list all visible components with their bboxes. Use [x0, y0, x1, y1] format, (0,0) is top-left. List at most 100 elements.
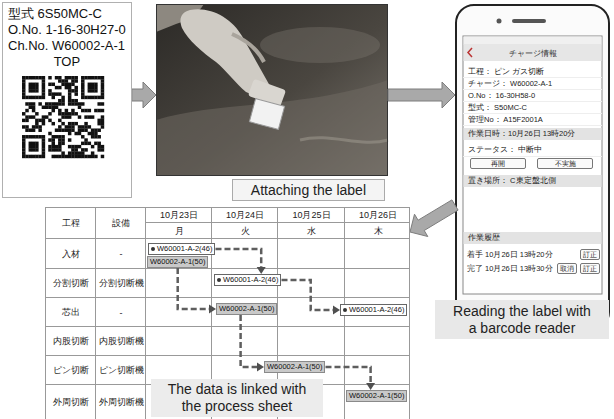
- qr-code: [25, 102, 28, 105]
- qr-code: [78, 125, 81, 128]
- dashed-flow-arrow: [326, 367, 371, 384]
- qr-code: [48, 138, 51, 141]
- bullet-dot: [343, 308, 347, 312]
- bullet-dot: [151, 247, 155, 251]
- qr-code: [74, 112, 77, 115]
- qr-code: [29, 145, 32, 148]
- qr-code: [71, 122, 74, 125]
- qr-code: [32, 128, 35, 131]
- qr-code: [22, 155, 25, 158]
- qr-code: [48, 92, 51, 95]
- qr-code: [29, 142, 32, 145]
- qr-code: [45, 106, 48, 109]
- qr-code: [81, 142, 84, 145]
- qr-code: [101, 76, 104, 79]
- dashed-flow-arrow: [241, 315, 264, 372]
- qr-code: [97, 148, 100, 151]
- qr-code: [48, 145, 51, 148]
- qr-code: [42, 145, 45, 148]
- qr-code: [55, 92, 58, 95]
- qr-code: [22, 112, 25, 115]
- qr-code: [22, 89, 25, 92]
- qr-code: [35, 112, 38, 115]
- qr-code: [38, 155, 41, 158]
- qr-code: [71, 125, 74, 128]
- qr-code: [35, 145, 38, 148]
- qr-code: [74, 86, 77, 89]
- qr-code: [68, 151, 71, 154]
- qr-code: [35, 125, 38, 128]
- qr-code: [101, 96, 104, 99]
- cell-text: 火: [241, 225, 250, 238]
- qr-code: [94, 155, 97, 158]
- qr-code: [29, 76, 32, 79]
- table-grid: [45, 207, 410, 419]
- cell-text: 内股切断機: [99, 335, 144, 348]
- qr-code: [78, 132, 81, 135]
- qr-code: [35, 135, 38, 138]
- qr-code: [91, 89, 94, 92]
- qr-code: [97, 102, 100, 105]
- table-cell: 10月26日: [345, 208, 411, 223]
- process-sheet-table: The data is linked with the process shee…: [45, 207, 410, 419]
- smartphone: [512, 19, 546, 23]
- qr-code: [88, 83, 91, 86]
- qr-code: [29, 89, 32, 92]
- screen-title: チャージ情報: [463, 47, 602, 60]
- qr-code: [32, 86, 35, 89]
- smartphone: [464, 128, 602, 140]
- qr-code: [42, 83, 45, 86]
- qr-code: [101, 155, 104, 158]
- qr-code: [74, 122, 77, 125]
- qr-code: [81, 125, 84, 128]
- arrow-head: [333, 306, 340, 315]
- qr-code: [52, 145, 55, 148]
- cell-text: 設備: [112, 217, 130, 230]
- arrow-head: [257, 267, 266, 274]
- qr-code: [84, 148, 87, 151]
- screen-text: 管理No： A15F2001A: [468, 115, 543, 125]
- qr-code: [101, 122, 104, 125]
- qr-code: [81, 79, 84, 82]
- qr-code: [52, 106, 55, 109]
- caption-text: The data is linked with the process shee…: [151, 379, 323, 417]
- qr-code: [61, 79, 64, 82]
- qr-code: [68, 86, 71, 89]
- qr-code: [91, 96, 94, 99]
- qr-code: [32, 109, 35, 112]
- qr-code: [68, 122, 71, 125]
- qr-code: [84, 96, 87, 99]
- qr-code: [65, 109, 68, 112]
- arrow-head: [209, 305, 216, 314]
- qr-code: [101, 102, 104, 105]
- schedule-bar: W60002-A-1(50): [147, 256, 208, 268]
- qr-code: [68, 89, 71, 92]
- cell-text: 分割切断: [53, 277, 89, 290]
- qr-code: [22, 125, 25, 128]
- schedule-bar: W60002-A-1(50): [346, 390, 407, 402]
- table-cell: 工程: [46, 208, 96, 239]
- qr-code: [91, 83, 94, 86]
- qr-code: [91, 128, 94, 131]
- qr-code: [94, 128, 97, 131]
- qr-code: [45, 115, 48, 118]
- qr-code: [74, 155, 77, 158]
- screen-text: 作業日時：10月26日 13時20分: [468, 129, 575, 139]
- qr-code: [84, 125, 87, 128]
- qr-code: [22, 151, 25, 154]
- qr-code: [61, 138, 64, 141]
- qr-code: [91, 132, 94, 135]
- smartphone: [463, 78, 602, 157]
- qr-code: [84, 122, 87, 125]
- qr-code: [94, 83, 97, 86]
- qr-code: [61, 102, 64, 105]
- screen-button: 取消: [557, 263, 577, 274]
- smartphone: [468, 48, 472, 57]
- qr-code: [81, 83, 84, 86]
- qr-code: [58, 138, 61, 141]
- qr-code: [65, 79, 68, 82]
- table-cell: 分割切断機: [96, 269, 146, 298]
- qr-code: [48, 102, 51, 105]
- qr-code: [88, 89, 91, 92]
